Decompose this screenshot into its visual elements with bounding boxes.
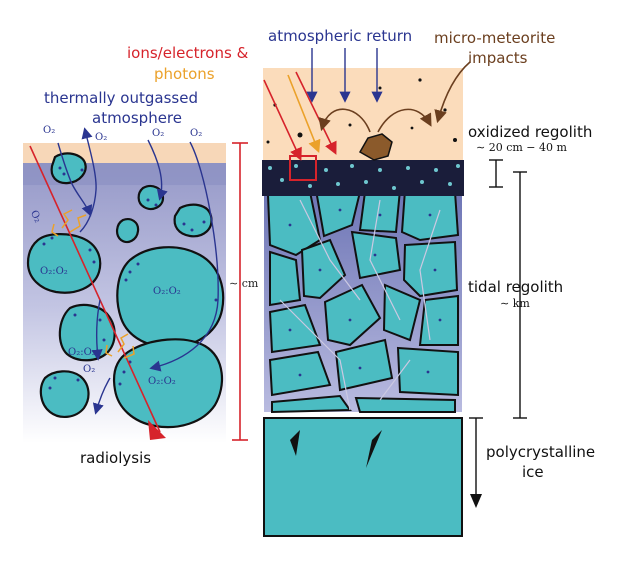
zoom-panel: O₂ O₂ O₂ O₂ O₂ O₂ O₂:O₂ O₂:O₂ O₂:O₂ O₂:O… [23,125,226,443]
thermally-outgassed-label-line2: atmosphere [92,109,182,127]
polycrystalline-label-line1: polycrystalline [486,443,596,461]
o2-label: O₂ [28,209,43,225]
red-arrow-icon [263,71,337,161]
ice-grains [26,152,225,429]
o2-pair-label: O₂:O₂ [40,266,68,277]
oxidized-band [262,160,464,196]
rock-icon [358,133,393,161]
crack-lines [279,199,441,411]
orange-arrow-icon [287,74,321,153]
o2-label: O₂ [152,128,164,139]
micrometeorite-label-line1: micro-meteorite [434,29,556,47]
o2-label: O₂ [43,125,55,136]
ion-track [29,145,161,433]
blue-arrow-icon [306,48,383,103]
ions-electrons-label: ions/electrons & [127,44,249,62]
scale-bars [469,159,527,500]
radiolysis-splash [51,209,135,359]
red-arrow-icon [148,420,166,440]
radiolysis-label: radiolysis [80,449,152,467]
o2-label: O₂ [83,364,95,375]
scale-cm-label: ∼ cm [229,277,259,290]
tidal-regolith-label: tidal regolith [468,278,564,296]
brown-curved-arrow-icon [318,61,471,133]
polycrystalline-ice-block [263,417,463,537]
o2-pair-label: O₂:O₂ [148,376,176,387]
o2-label: O₂ [95,132,107,143]
oxidized-depth-label: ∼ 20 cm − 40 m [476,141,567,154]
zoom-box-icon [289,155,317,181]
regolith-column [262,48,471,537]
micrometeorite-label-line2: impacts [468,49,528,67]
polycrystalline-label-line2: ice [522,463,544,481]
thermally-outgassed-label-line1: thermally outgassed [44,89,198,107]
photons-label: photons [154,65,215,83]
tidal-depth-label: ∼ km [500,297,530,310]
arrow-down-icon [470,494,482,508]
o2-pair-label: O₂:O₂ [68,347,96,358]
o2-pair-label: O₂:O₂ [153,286,181,297]
o2-label: O₂ [190,128,202,139]
atmospheric-return-label: atmospheric return [268,27,413,45]
oxidized-regolith-label: oxidized regolith [468,123,593,141]
blue-arrow-icon [57,127,219,415]
scale-bracket-cm [232,142,248,441]
tidal-blocks [266,188,460,414]
